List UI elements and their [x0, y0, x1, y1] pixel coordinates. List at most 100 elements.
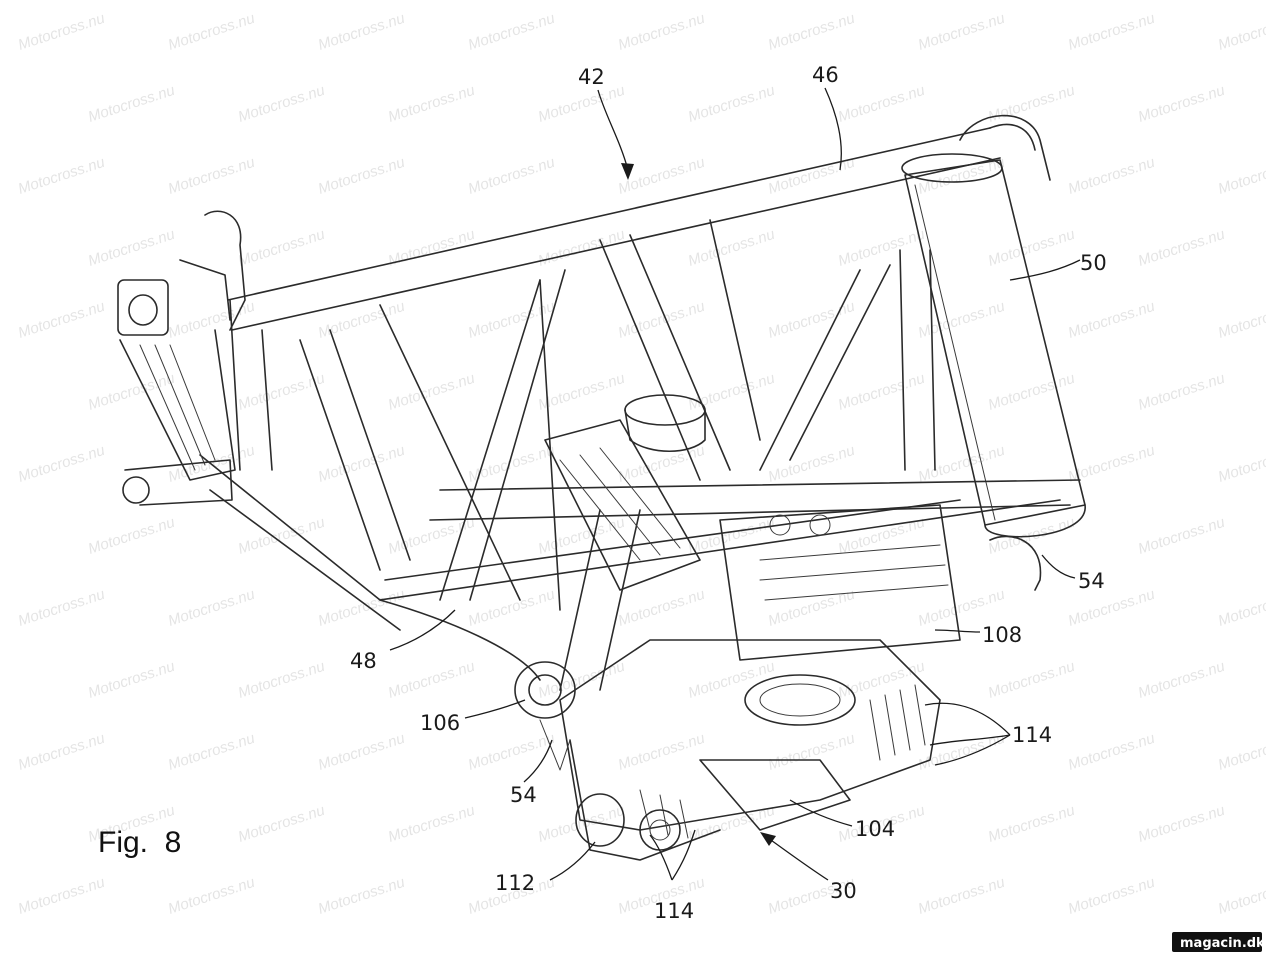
label-50: 50 [1080, 251, 1107, 275]
watermark-text: Motocross.nu [616, 730, 708, 774]
watermark-text: Motocross.nu [166, 154, 258, 198]
watermark-text: Motocross.nu [86, 82, 178, 126]
label-54-left: 54 [510, 783, 537, 807]
watermark-text: Motocross.nu [1136, 514, 1228, 558]
watermark-text: Motocross.nu [836, 514, 928, 558]
watermark-text: Motocross.nu [16, 730, 108, 774]
watermark-text: Motocross.nu [236, 226, 328, 270]
figure-caption: Fig. 8 [98, 826, 181, 859]
watermark-text: Motocross.nu [236, 370, 328, 414]
watermark-text: Motocross.nu [16, 874, 108, 918]
watermark-text: Motocross.nu [986, 82, 1078, 126]
trellis-frame [199, 114, 1086, 719]
watermark-text: Motocross.nu [1216, 874, 1266, 918]
watermark-text: Motocross.nu [316, 442, 408, 486]
watermark-text: Motocross.nu [166, 874, 258, 918]
watermark-text: Motocross.nu [616, 10, 708, 54]
watermark-text: Motocross.nu [386, 82, 478, 126]
engine-block [539, 394, 961, 861]
watermark-text: Motocross.nu [1216, 154, 1266, 198]
watermark-text: Motocross.nu [316, 10, 408, 54]
label-48: 48 [350, 649, 377, 673]
watermark-text: Motocross.nu [1136, 802, 1228, 846]
watermark-text: Motocross.nu [1066, 442, 1158, 486]
watermark-text: Motocross.nu [1216, 730, 1266, 774]
watermark-text: Motocross.nu [16, 154, 108, 198]
watermark-text: Motocross.nu [386, 802, 478, 846]
site-badge-text: magacin.dk [1180, 936, 1265, 951]
watermark-text: Motocross.nu [836, 370, 928, 414]
watermark-text: Motocross.nu [536, 514, 628, 558]
watermark-text: Motocross.nu [316, 730, 408, 774]
watermark-text: Motocross.nu [1066, 298, 1158, 342]
watermark-text: Motocross.nu [766, 730, 858, 774]
watermark-text: Motocross.nu [466, 10, 558, 54]
watermark-text: Motocross.nu [686, 802, 778, 846]
watermark-text: Motocross.nu [916, 298, 1008, 342]
watermark-text: Motocross.nu [1066, 730, 1158, 774]
watermark-text: Motocross.nu [686, 82, 778, 126]
label-104: 104 [855, 817, 895, 841]
label-108: 108 [982, 623, 1022, 647]
watermark-text: Motocross.nu [16, 10, 108, 54]
watermark-text: Motocross.nu [686, 658, 778, 702]
watermark-text: Motocross.nu [166, 586, 258, 630]
watermark-text: Motocross.nu [1216, 298, 1266, 342]
watermark-text: Motocross.nu [16, 442, 108, 486]
label-46: 46 [812, 63, 839, 87]
watermark-text: Motocross.nu [986, 370, 1078, 414]
label-114-right: 114 [1012, 723, 1052, 747]
watermark-text: Motocross.nu [466, 442, 558, 486]
watermark-text: Motocross.nu [616, 586, 708, 630]
watermark-text: Motocross.nu [1136, 370, 1228, 414]
watermark-text: Motocross.nu [466, 586, 558, 630]
watermark-text: Motocross.nu [766, 586, 858, 630]
watermark-text: Motocross.nu [686, 226, 778, 270]
watermark-text: Motocross.nu [916, 442, 1008, 486]
watermark-text: Motocross.nu [1136, 82, 1228, 126]
watermark-text: Motocross.nu [766, 10, 858, 54]
watermark-text: Motocross.nu [466, 154, 558, 198]
watermark-text: Motocross.nu [86, 226, 178, 270]
watermark-text: Motocross.nu [1216, 10, 1266, 54]
watermark-text: Motocross.nu [916, 730, 1008, 774]
watermark-text: Motocross.nu [616, 298, 708, 342]
label-30: 30 [830, 879, 857, 903]
watermark-text: Motocross.nu [986, 802, 1078, 846]
watermark-text: Motocross.nu [236, 658, 328, 702]
watermark-text: Motocross.nu [986, 226, 1078, 270]
site-badge: magacin.dk [1172, 932, 1265, 952]
watermark-text: Motocross.nu [616, 154, 708, 198]
watermark-text: Motocross.nu [686, 370, 778, 414]
watermark-text: Motocross.nu [1066, 154, 1158, 198]
watermark-text: Motocross.nu [316, 874, 408, 918]
watermark-text: Motocross.nu [466, 730, 558, 774]
watermark-text: Motocross.nu [316, 154, 408, 198]
watermark-text: Motocross.nu [836, 658, 928, 702]
label-112: 112 [495, 871, 535, 895]
label-54-right: 54 [1078, 569, 1105, 593]
watermark-text: Motocross.nu [86, 370, 178, 414]
watermark-text: Motocross.nu [166, 10, 258, 54]
watermark-text: Motocross.nu [316, 586, 408, 630]
watermark-text: Motocross.nu [386, 226, 478, 270]
watermark-text: Motocross.nu [536, 370, 628, 414]
watermark-text: Motocross.nu [916, 10, 1008, 54]
watermark-text: Motocross.nu [986, 658, 1078, 702]
front-bracket [117, 210, 246, 506]
watermark-text: Motocross.nu [836, 82, 928, 126]
watermark-text: Motocross.nu [236, 82, 328, 126]
label-106: 106 [420, 711, 460, 735]
watermark-text: Motocross.nu [16, 298, 108, 342]
leader-lines [389, 87, 1081, 881]
watermark-text: Motocross.nu [536, 226, 628, 270]
watermark-text: Motocross.nu [1136, 226, 1228, 270]
watermark-text: Motocross.nu [236, 802, 328, 846]
reference-numerals: 42 46 50 54 108 114 48 106 54 104 30 112… [350, 63, 1107, 923]
label-114-bottom: 114 [654, 899, 694, 923]
watermark-text: Motocross.nu [1066, 10, 1158, 54]
label-42: 42 [578, 65, 605, 89]
watermark-text: Motocross.nu [166, 730, 258, 774]
